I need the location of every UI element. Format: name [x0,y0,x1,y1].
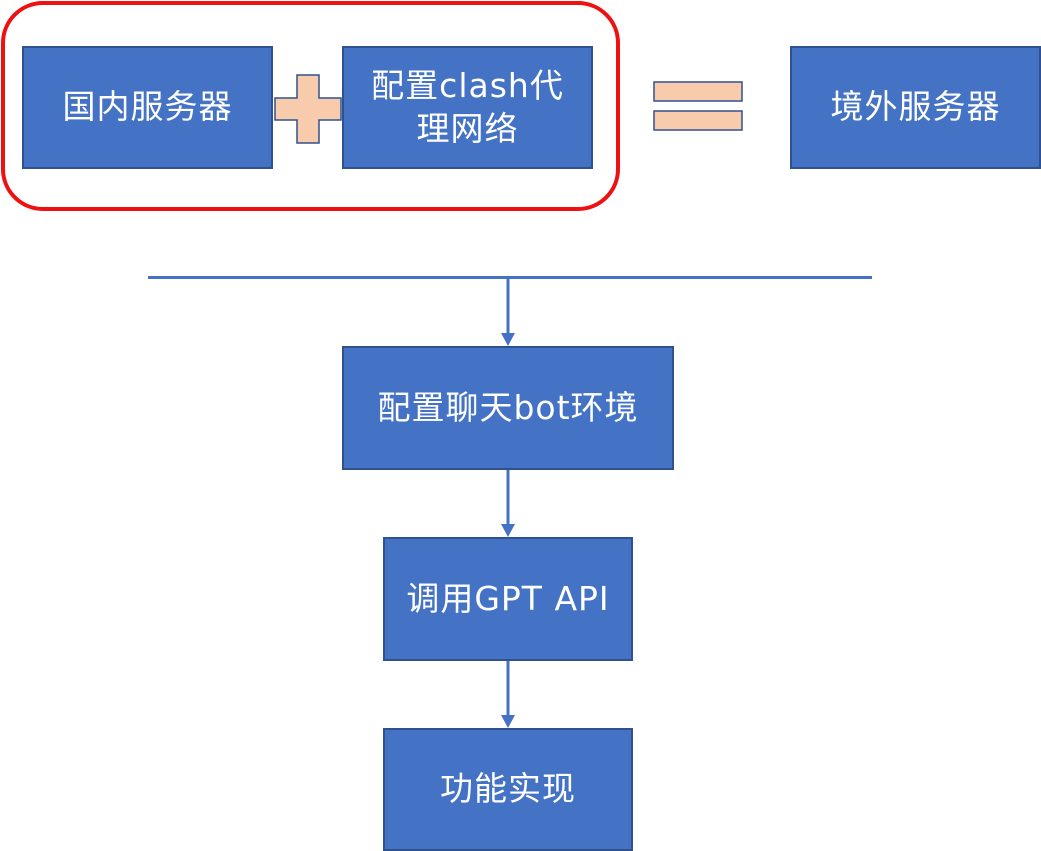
equals-icon [653,81,743,131]
gpt-api-node: 调用GPT API [383,537,633,661]
arrowhead-to-feature [501,715,515,728]
arrowhead-to-bot [501,333,515,346]
merge-line [148,276,872,279]
plus-icon [274,74,342,144]
highlight-group-outline [1,1,620,211]
domestic-server-label: 国内服务器 [62,87,233,127]
feature-done-label: 功能实现 [440,769,576,809]
clash-proxy-label-line1: 配置clash代 [371,66,564,106]
overseas-server-node: 境外服务器 [790,46,1041,169]
domestic-server-node: 国内服务器 [22,46,273,169]
bot-env-node: 配置聊天bot环境 [342,346,674,470]
gpt-api-label: 调用GPT API [406,578,610,618]
arrowhead-to-gpt [501,524,515,537]
overseas-server-label: 境外服务器 [830,87,1001,127]
clash-proxy-node: 配置clash代 理网络 [342,46,593,169]
clash-proxy-label-line2: 理网络 [416,108,519,148]
feature-done-node: 功能实现 [383,728,633,851]
bot-env-label: 配置聊天bot环境 [377,387,639,427]
